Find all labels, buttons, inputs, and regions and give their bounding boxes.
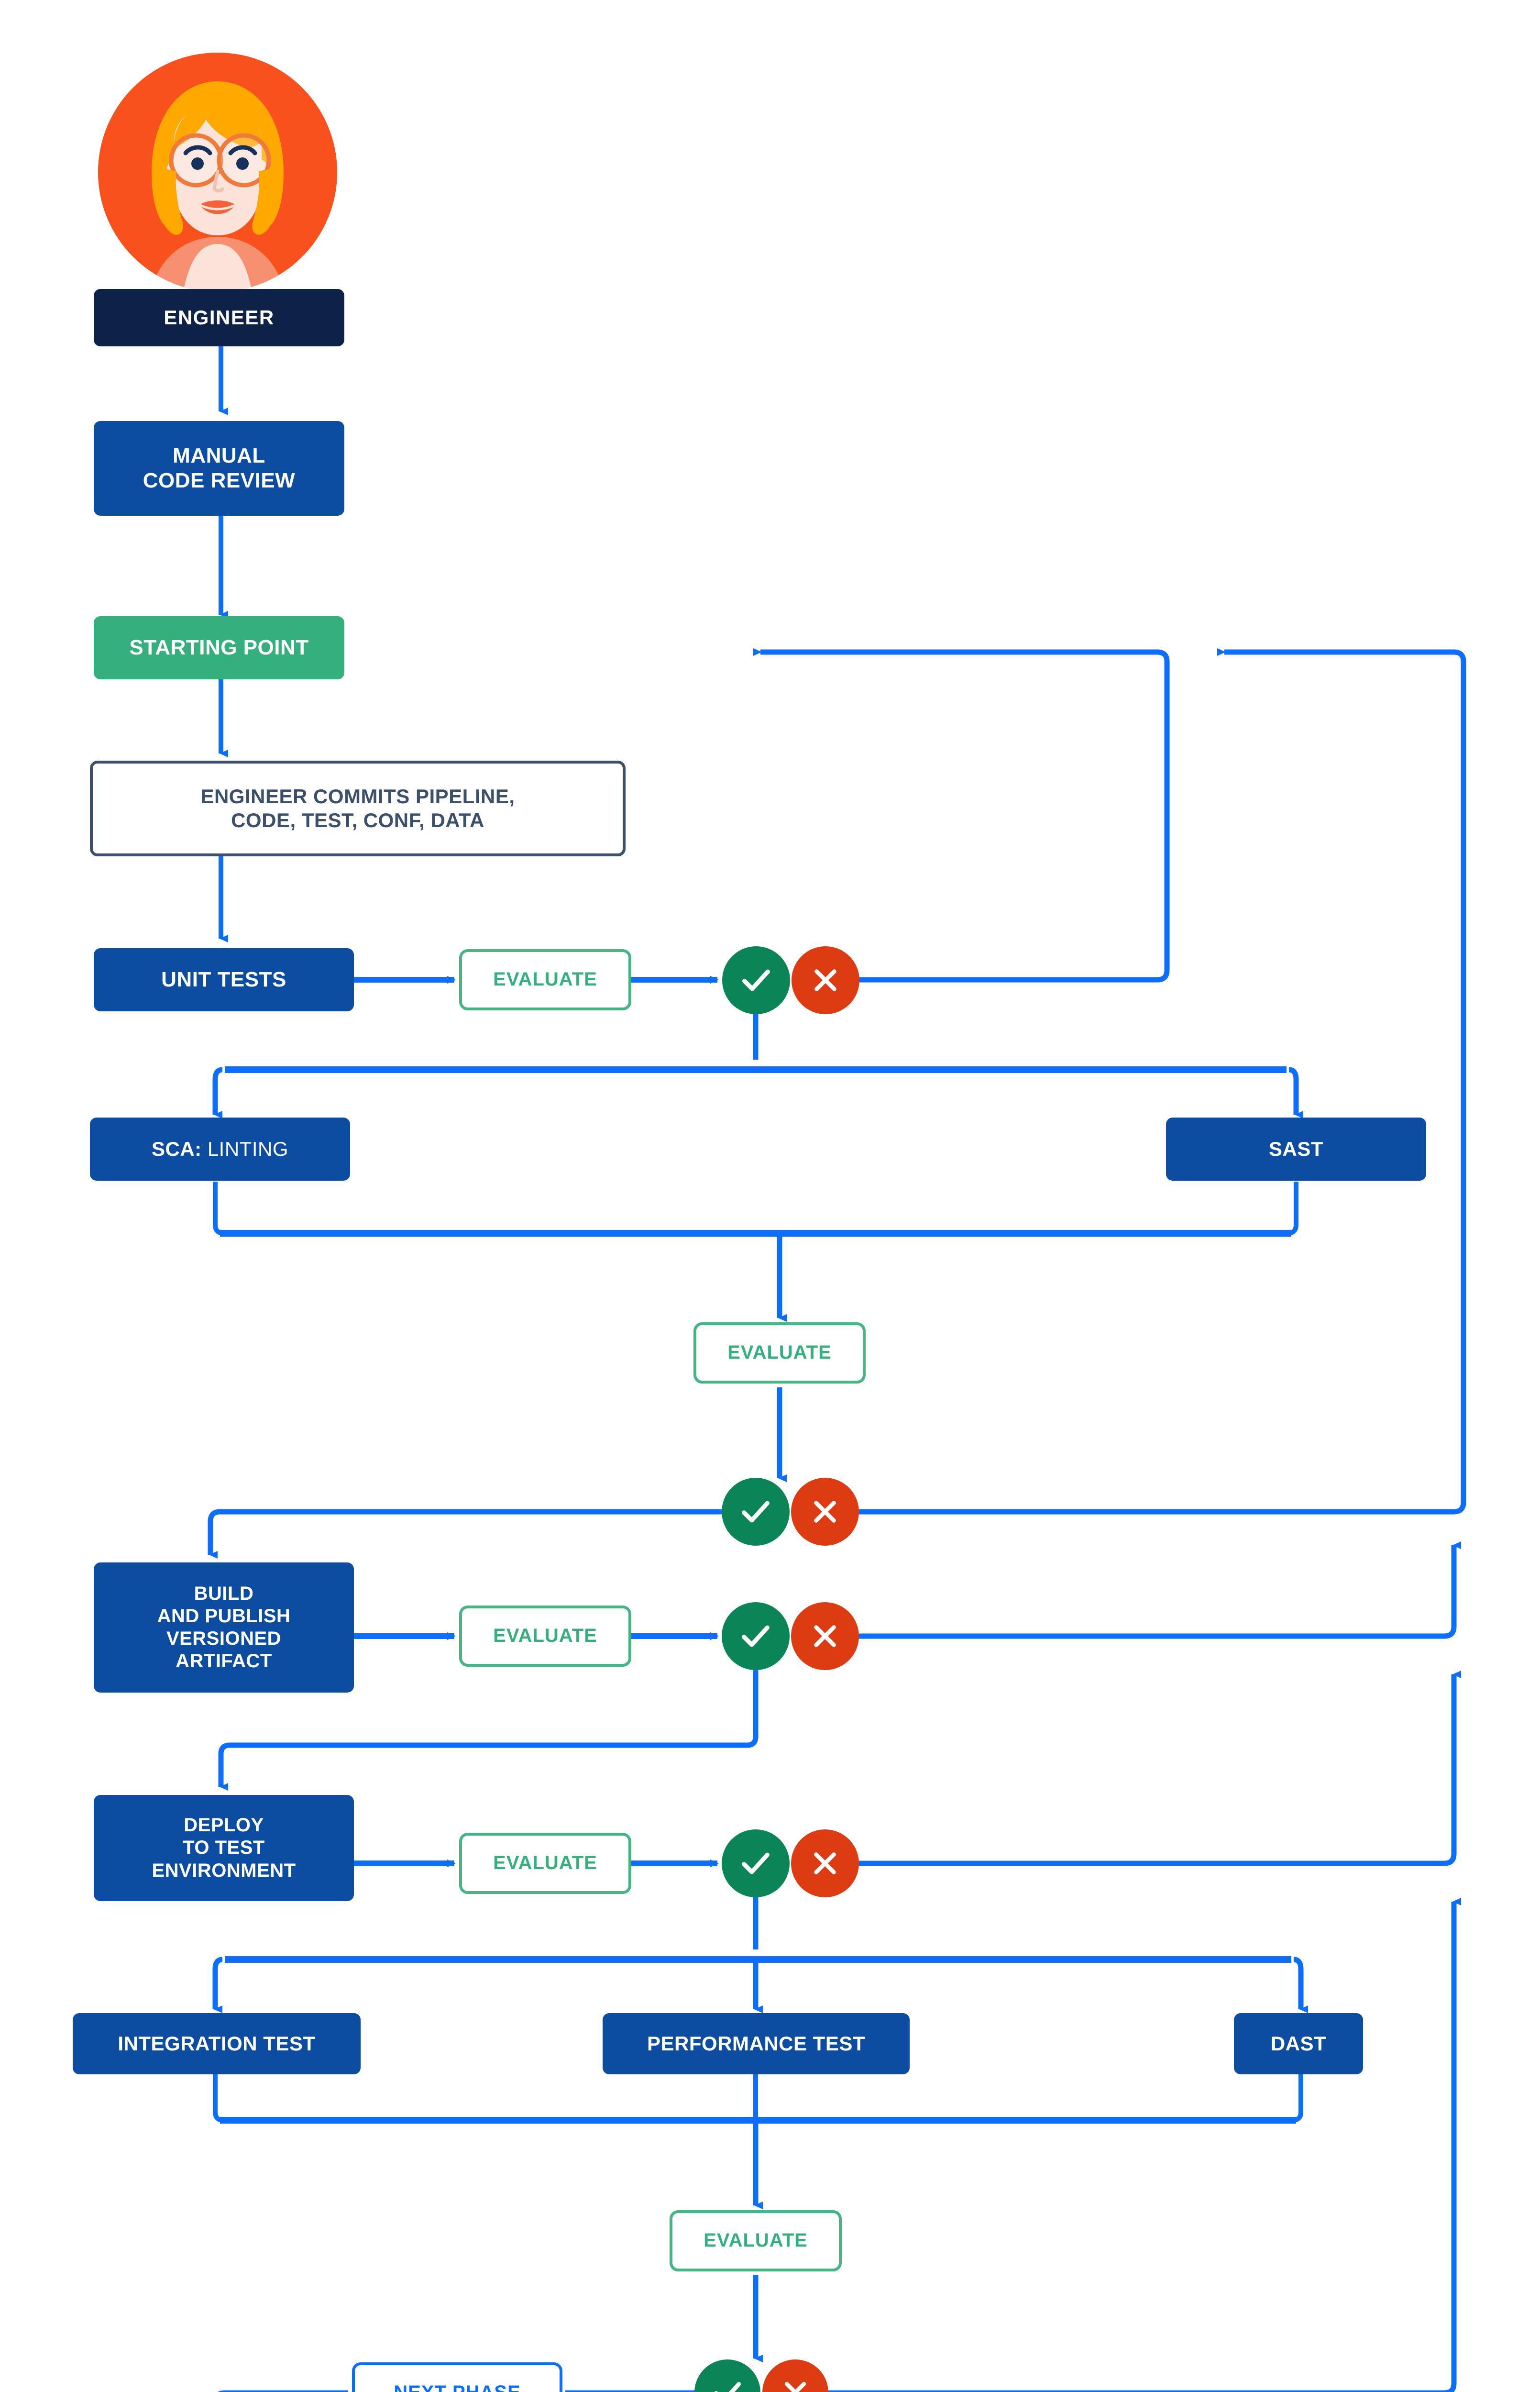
- node-build-publish-label: BUILD AND PUBLISH VERSIONED ARTIFACT: [157, 1583, 291, 1672]
- node-sca-linting[interactable]: SCA: LINTING: [90, 1118, 350, 1181]
- gate-evaluate-scan-label: EVALUATE: [727, 1342, 832, 1363]
- persona-label-text: ENGINEER: [164, 306, 275, 329]
- cross-icon: [814, 1852, 836, 1874]
- cross-icon: [814, 1501, 836, 1523]
- gate-evaluate-unit-tests[interactable]: EVALUATE: [459, 949, 631, 1010]
- cross-icon: [814, 969, 836, 991]
- decision-build-pass[interactable]: [722, 1602, 790, 1670]
- gate-evaluate-final[interactable]: EVALUATE: [670, 2210, 842, 2271]
- check-icon: [714, 2382, 741, 2392]
- gate-evaluate-unit-tests-label: EVALUATE: [493, 969, 597, 990]
- node-next-phase-label: NEXT PHASE: [394, 2381, 521, 2392]
- decision-deploy-pass[interactable]: [722, 1829, 790, 1897]
- node-unit-tests-label: UNIT TESTS: [161, 968, 286, 992]
- gate-evaluate-final-label: EVALUATE: [704, 2230, 808, 2251]
- node-sast-label: SAST: [1268, 1138, 1323, 1161]
- node-build-publish[interactable]: BUILD AND PUBLISH VERSIONED ARTIFACT: [94, 1562, 354, 1693]
- node-starting-point[interactable]: STARTING POINT: [94, 616, 344, 679]
- decision-scan-pass[interactable]: [722, 1478, 790, 1546]
- decision-final-fail[interactable]: [762, 2359, 828, 2392]
- decision-final-pass[interactable]: [694, 2359, 760, 2392]
- node-sast[interactable]: SAST: [1166, 1118, 1426, 1181]
- check-icon: [742, 969, 770, 991]
- cross-icon: [814, 1625, 836, 1647]
- node-performance-test[interactable]: PERFORMANCE TEST: [603, 2013, 910, 2074]
- node-dast[interactable]: DAST: [1234, 2013, 1363, 2074]
- check-icon: [742, 1501, 770, 1523]
- node-engineer-commits-label: ENGINEER COMMITS PIPELINE,CODE, TEST, CO…: [200, 785, 515, 831]
- decision-deploy-fail[interactable]: [791, 1829, 859, 1897]
- check-icon: [742, 1625, 770, 1647]
- node-unit-tests[interactable]: UNIT TESTS: [94, 948, 354, 1011]
- node-sca-linting-label: SCA: LINTING: [151, 1138, 289, 1161]
- decision-build-fail[interactable]: [791, 1602, 859, 1670]
- cross-icon: [784, 2381, 806, 2392]
- node-dast-label: DAST: [1270, 2032, 1327, 2055]
- gate-evaluate-deploy[interactable]: EVALUATE: [459, 1833, 631, 1894]
- node-engineer-commits[interactable]: ENGINEER COMMITS PIPELINE,CODE, TEST, CO…: [90, 761, 626, 856]
- engineer-avatar-icon: [98, 53, 337, 292]
- decision-unit-tests-pass[interactable]: [722, 946, 790, 1014]
- decision-unit-tests-fail[interactable]: [792, 946, 859, 1014]
- node-starting-point-label: STARTING POINT: [129, 636, 309, 660]
- node-integration-test-label: INTEGRATION TEST: [118, 2032, 316, 2055]
- gate-evaluate-build-label: EVALUATE: [493, 1625, 597, 1647]
- decision-scan-fail[interactable]: [791, 1478, 859, 1546]
- check-icon: [742, 1852, 770, 1874]
- node-next-phase[interactable]: NEXT PHASE: [352, 2362, 562, 2392]
- gate-evaluate-scan[interactable]: EVALUATE: [693, 1322, 866, 1384]
- node-deploy-test-env[interactable]: DEPLOY TO TEST ENVIRONMENT: [94, 1795, 354, 1901]
- persona-label-engineer: ENGINEER: [94, 289, 344, 346]
- node-performance-test-label: PERFORMANCE TEST: [647, 2032, 865, 2055]
- gate-evaluate-build[interactable]: EVALUATE: [459, 1606, 631, 1667]
- node-integration-test[interactable]: INTEGRATION TEST: [73, 2013, 361, 2074]
- node-deploy-test-env-label: DEPLOY TO TEST ENVIRONMENT: [152, 1815, 296, 1881]
- gate-evaluate-deploy-label: EVALUATE: [493, 1852, 597, 1874]
